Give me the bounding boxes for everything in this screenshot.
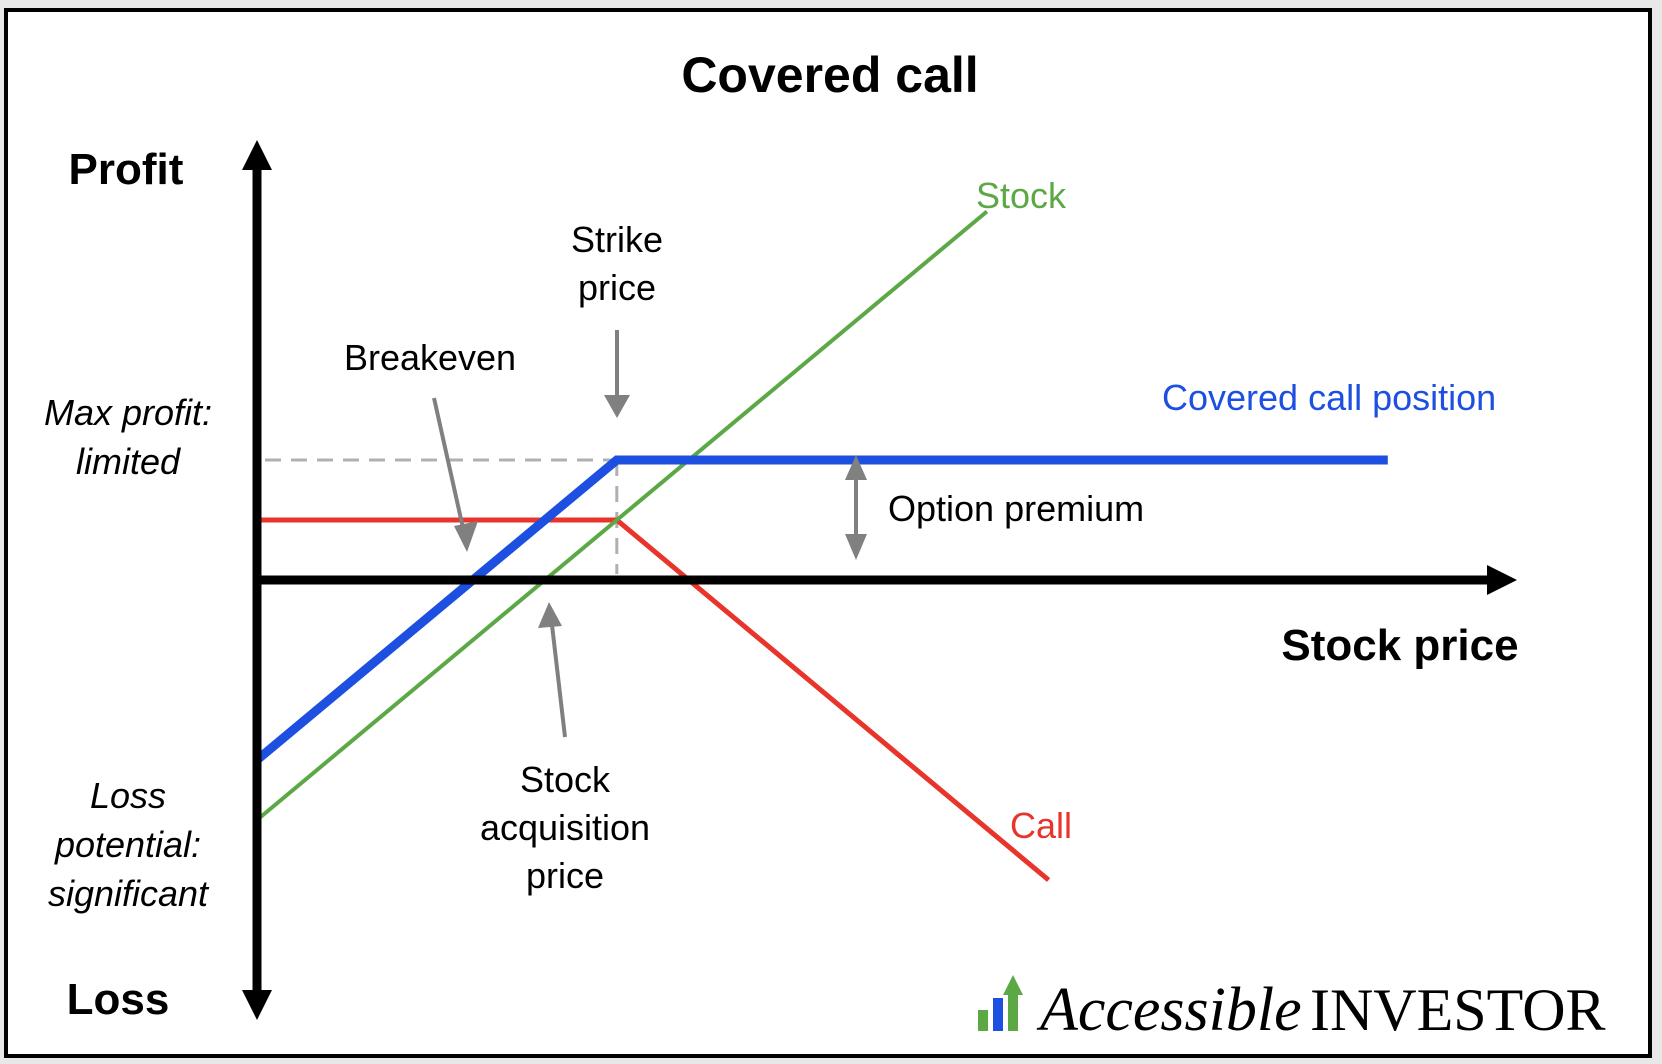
acquisition-price-label-line3: price <box>526 855 604 896</box>
acquisition-price-pointer <box>550 624 567 738</box>
y-axis-label-profit: Profit <box>69 145 184 194</box>
chart-title: Covered call <box>681 47 978 103</box>
logo-caps-text: INVESTOR <box>1310 977 1606 1043</box>
breakeven-arrow-icon <box>454 521 478 552</box>
logo-up-arrow-icon <box>1003 975 1023 995</box>
diagram-frame <box>4 8 1652 1058</box>
option-premium-up-arrow-icon <box>845 455 867 480</box>
acquisition-price-label-line2: acquisition <box>480 807 650 848</box>
x-axis-arrow-icon <box>1487 565 1517 595</box>
logo-script-text: Accessible <box>1036 976 1302 1044</box>
covered-call-payoff-line <box>254 455 1388 764</box>
loss-potential-label-line2: potential: <box>54 824 201 865</box>
breakeven-label: Breakeven <box>344 337 516 378</box>
acquisition-price-arrow-icon <box>538 602 562 628</box>
x-axis-label: Stock price <box>1281 621 1518 670</box>
breakeven-pointer <box>432 397 465 529</box>
loss-potential-label-line1: Loss <box>90 775 166 816</box>
logo-bar-small-icon <box>978 1010 988 1031</box>
y-axis-label-loss: Loss <box>67 975 170 1024</box>
stock-payoff-line <box>255 209 989 822</box>
strike-price-label-line1: Strike <box>571 219 663 260</box>
loss-potential-label-line3: significant <box>48 873 210 914</box>
call-payoff-line <box>257 517 1051 882</box>
max-profit-label-line1: Max profit: <box>44 392 212 433</box>
y-axis-up-arrow-icon <box>242 140 272 170</box>
accessible-investor-logo: Accessible INVESTOR <box>978 975 1606 1044</box>
option-premium-down-arrow-icon <box>845 534 867 560</box>
logo-bar-medium-icon <box>993 998 1003 1031</box>
covered-call-series-label: Covered call position <box>1162 377 1496 418</box>
max-profit-label-line2: limited <box>76 441 181 482</box>
strike-price-arrow-icon <box>604 395 630 418</box>
acquisition-price-label-line1: Stock <box>520 759 611 800</box>
stock-series-label: Stock <box>976 175 1067 216</box>
y-axis-down-arrow-icon <box>242 990 272 1020</box>
option-premium-label: Option premium <box>888 488 1144 529</box>
logo-bar-arrow-icon <box>1008 992 1018 1031</box>
strike-price-label-line2: price <box>578 267 656 308</box>
call-series-label: Call <box>1010 805 1072 846</box>
